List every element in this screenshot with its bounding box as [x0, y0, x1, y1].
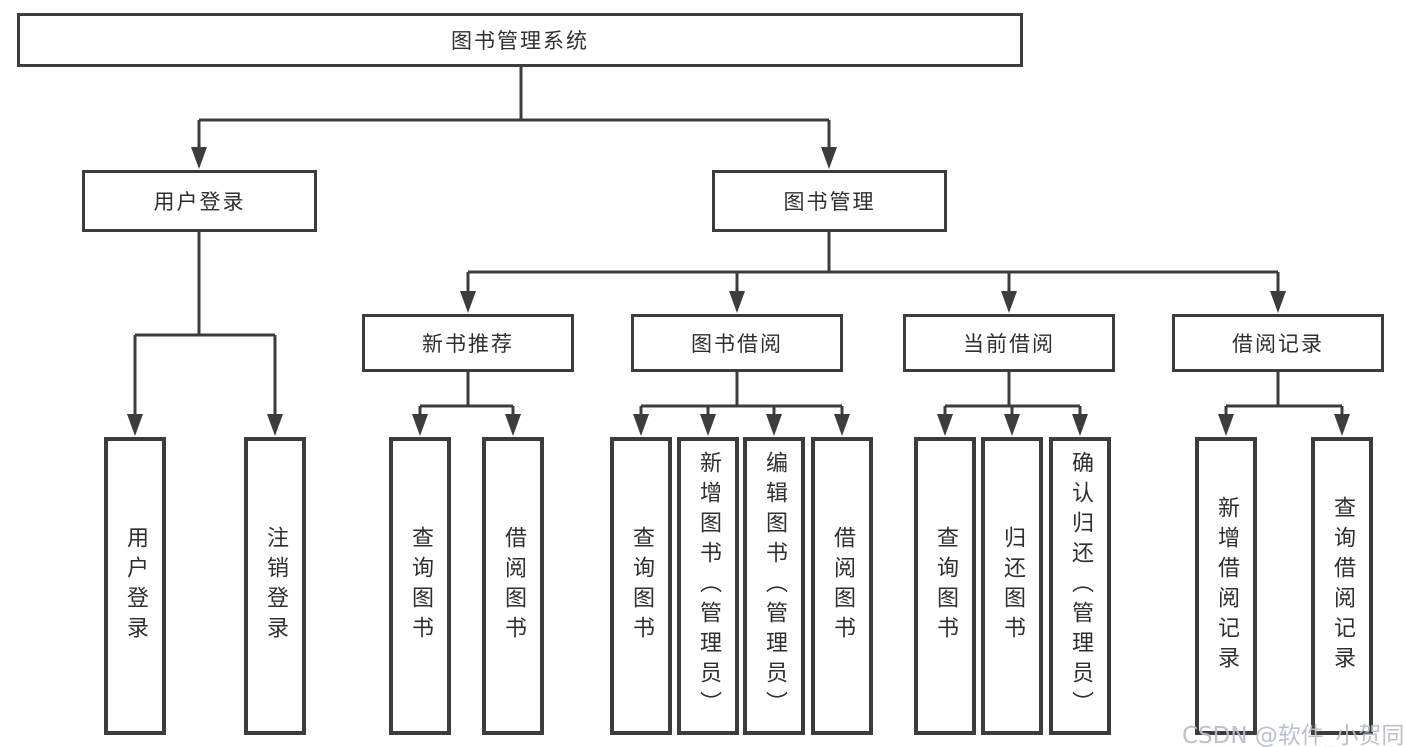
leaf-confirm-return-admin: 确认归还（管理员）	[1049, 437, 1111, 735]
leaf-borrow-books-borrowing: 借阅图书	[811, 437, 873, 735]
arrow-down-icon	[700, 414, 716, 436]
node-label: 图书管理系统	[451, 29, 589, 53]
node-label: 借阅图书	[501, 526, 526, 646]
node-borrowing-records: 借阅记录	[1172, 314, 1384, 372]
leaf-query-books-recommend: 查询图书	[389, 437, 451, 735]
connector-current-borrowing-to-leaves	[937, 372, 1088, 436]
connector-user-login-to-leaves	[127, 232, 283, 436]
leaf-return-book: 归还图书	[981, 437, 1043, 735]
leaf-query-books-borrowing: 查询图书	[610, 437, 672, 735]
node-label: 新增图书（管理员）	[696, 451, 721, 721]
node-label: 用户登录	[123, 526, 148, 646]
node-library-management-system: 图书管理系统	[17, 13, 1023, 67]
connector-root-to-level2	[191, 67, 837, 169]
arrow-down-icon	[460, 291, 476, 313]
node-label: 图书管理	[783, 190, 876, 214]
leaf-edit-book-admin: 编辑图书（管理员）	[743, 437, 805, 735]
node-label: 图书借阅	[691, 332, 783, 356]
arrow-down-icon	[729, 291, 745, 313]
node-label: 归还图书	[1000, 526, 1025, 646]
arrow-down-icon	[821, 147, 837, 169]
node-book-management: 图书管理	[712, 170, 947, 232]
arrow-down-icon	[633, 414, 649, 436]
connector-borrowing-records-to-leaves	[1218, 372, 1350, 436]
node-label: 借阅图书	[830, 526, 855, 646]
arrow-down-icon	[1334, 414, 1350, 436]
node-new-book-recommend: 新书推荐	[362, 314, 574, 372]
leaf-add-book-admin: 新增图书（管理员）	[677, 437, 739, 735]
node-label: 确认归还（管理员）	[1068, 451, 1093, 721]
node-book-borrowing: 图书借阅	[631, 314, 843, 372]
node-label: 新增借阅记录	[1214, 496, 1239, 676]
arrow-down-icon	[1004, 414, 1020, 436]
arrow-down-icon	[1270, 291, 1286, 313]
leaf-user-login: 用户登录	[104, 437, 166, 735]
connector-new-book-recommend-to-leaves	[412, 372, 521, 436]
arrow-down-icon	[834, 414, 850, 436]
arrow-down-icon	[766, 414, 782, 436]
arrow-down-icon	[937, 414, 953, 436]
leaf-add-borrow-record: 新增借阅记录	[1195, 437, 1257, 735]
connector-book-management-to-level3	[460, 232, 1286, 313]
node-label: 查询图书	[408, 526, 433, 646]
node-current-borrowing: 当前借阅	[903, 314, 1115, 372]
node-label: 用户登录	[153, 190, 246, 214]
csdn-watermark: CSDN @软件_小贺同学	[1182, 723, 1405, 747]
node-user-login: 用户登录	[82, 170, 317, 232]
node-label: 编辑图书（管理员）	[762, 451, 787, 721]
arrow-down-icon	[1072, 414, 1088, 436]
leaf-logout: 注销登录	[244, 437, 306, 735]
node-label: 查询图书	[933, 526, 958, 646]
node-label: 查询图书	[629, 526, 654, 646]
arrow-down-icon	[505, 414, 521, 436]
node-label: 查询借阅记录	[1330, 496, 1355, 676]
node-label: 新书推荐	[422, 332, 514, 356]
node-label: 借阅记录	[1232, 332, 1324, 356]
arrow-down-icon	[1218, 414, 1234, 436]
leaf-borrow-books-recommend: 借阅图书	[482, 437, 544, 735]
arrow-down-icon	[127, 414, 143, 436]
arrow-down-icon	[267, 414, 283, 436]
arrow-down-icon	[412, 414, 428, 436]
leaf-query-borrow-record: 查询借阅记录	[1311, 437, 1373, 735]
connector-book-borrowing-to-leaves	[633, 372, 850, 436]
arrow-down-icon	[191, 147, 207, 169]
node-label: 当前借阅	[963, 332, 1055, 356]
leaf-query-books-current: 查询图书	[914, 437, 976, 735]
arrow-down-icon	[1001, 291, 1017, 313]
node-label: 注销登录	[263, 526, 288, 646]
